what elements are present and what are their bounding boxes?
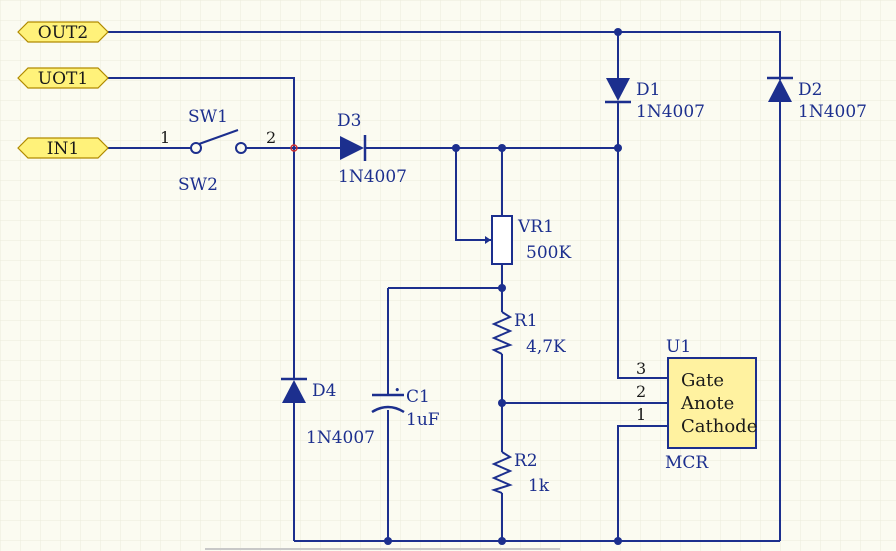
junction — [498, 144, 506, 152]
junction — [614, 537, 622, 545]
wire-gate — [617, 148, 668, 379]
switch-pin-label: 2 — [266, 128, 276, 147]
junction — [498, 537, 506, 545]
pot-wiper-arrow — [485, 236, 491, 244]
cap-designator: C1 — [406, 387, 430, 407]
ic-pin-name: Anote — [680, 393, 734, 414]
ic-pin-number: 2 — [636, 382, 646, 401]
diode-triangle — [282, 380, 306, 403]
ic-body — [667, 357, 757, 449]
switch-pin-label: 1 — [160, 128, 170, 147]
resistor-r1[interactable]: R1 4,7K — [491, 311, 566, 357]
pot-body — [491, 215, 513, 265]
ic-u1[interactable]: U1 MCR Gate Anote Cathode 3 2 1 — [636, 337, 757, 473]
wire-cathode — [617, 425, 668, 541]
port-label: IN1 — [47, 139, 79, 159]
diode-designator: D2 — [798, 80, 822, 100]
diode-triangle — [340, 136, 364, 160]
cap-polarity: • — [394, 384, 401, 397]
diode-d4[interactable]: D4 1N4007 — [281, 377, 375, 448]
diode-value: 1N4007 — [338, 167, 407, 187]
diode-d1[interactable]: D1 1N4007 — [605, 78, 705, 122]
ic-pin-number: 1 — [636, 405, 646, 424]
wire-uot1 — [108, 77, 295, 378]
switch-sw1[interactable]: SW1 SW2 1 2 — [160, 107, 276, 195]
switch-contact — [235, 142, 247, 154]
port-label: UOT1 — [38, 69, 88, 89]
pot-designator: VR1 — [517, 217, 554, 237]
diode-d2[interactable]: D2 1N4007 — [767, 76, 867, 122]
resistor-designator: R2 — [514, 451, 538, 471]
crossing-marker — [290, 144, 298, 152]
wire-vr1-wiper — [455, 148, 484, 241]
resistor-designator: R1 — [514, 311, 538, 331]
junctions — [290, 28, 622, 545]
capacitor-c1[interactable]: • C1 1uF — [371, 384, 440, 430]
potentiometer-vr1[interactable]: VR1 500K — [484, 215, 571, 265]
diode-value: 1N4007 — [636, 102, 705, 122]
diode-designator: D3 — [337, 111, 361, 131]
diode-value: 1N4007 — [306, 428, 375, 448]
switch-alt-designator: SW2 — [178, 175, 218, 195]
ic-pin-number: 3 — [636, 359, 646, 378]
diode-designator: D4 — [312, 381, 336, 401]
diode-d3[interactable]: D3 1N4007 — [337, 111, 407, 187]
resistor-zigzag — [490, 451, 513, 494]
cap-plate-curved — [371, 405, 405, 414]
port-uot1[interactable]: UOT1 — [17, 67, 109, 89]
ic-pin-name: Cathode — [681, 416, 757, 437]
resistor-value: 4,7K — [526, 337, 566, 357]
resistor-r2[interactable]: R2 1k — [490, 451, 550, 496]
wire-out2 — [108, 31, 781, 80]
junction — [384, 537, 392, 545]
diode-designator: D1 — [636, 80, 660, 100]
ic-designator: U1 — [666, 337, 691, 357]
port-in1[interactable]: IN1 — [17, 137, 109, 159]
resistor-value: 1k — [528, 476, 550, 496]
cap-value: 1uF — [406, 410, 440, 430]
resistor-zigzag — [491, 311, 513, 355]
junction — [452, 144, 460, 152]
switch-lever — [198, 129, 239, 145]
ic-part: MCR — [665, 453, 709, 473]
port-label: OUT2 — [38, 23, 88, 43]
switch-designator: SW1 — [188, 107, 228, 127]
pot-value: 500K — [526, 243, 571, 263]
switch-contact — [190, 142, 202, 154]
junction — [498, 284, 506, 292]
port-out2[interactable]: OUT2 — [17, 21, 109, 43]
diode-value: 1N4007 — [798, 102, 867, 122]
ic-pin-name: Gate — [681, 370, 724, 391]
junction — [498, 399, 506, 407]
diode-triangle — [606, 78, 630, 101]
junction — [614, 28, 622, 36]
junction — [614, 144, 622, 152]
diode-triangle — [768, 79, 792, 102]
